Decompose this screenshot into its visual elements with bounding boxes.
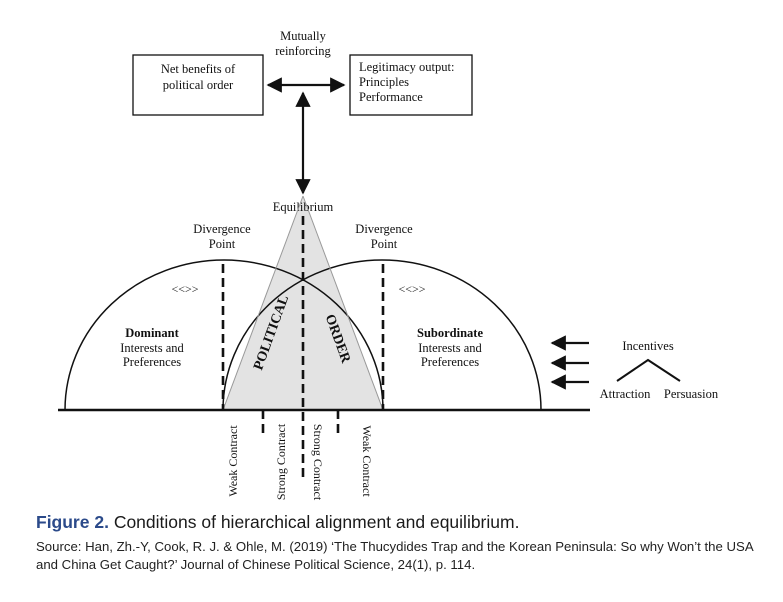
subordinate-marker: <<>>: [398, 282, 425, 296]
dominant-marker: <<>>: [171, 282, 198, 296]
figure-caption: Figure 2. Conditions of hierarchical ali…: [36, 512, 756, 574]
divergence-left-line-2: Point: [209, 237, 236, 251]
divergence-right-line-2: Point: [371, 237, 398, 251]
subordinate-line-2: Preferences: [421, 355, 479, 369]
dominant-line-2: Preferences: [123, 355, 181, 369]
strong-contract-label-right: Strong Contract: [311, 424, 325, 501]
weak-contract-label-left: Weak Contract: [226, 425, 240, 497]
equilibrium-label: Equilibrium: [273, 200, 334, 214]
dominant-line-1: Interests and: [120, 341, 184, 355]
legitimacy-output-box: [349, 54, 473, 116]
divergence-right-line-1: Divergence: [355, 222, 413, 236]
subordinate-title: Subordinate: [417, 326, 483, 340]
caret-shape: [616, 358, 681, 382]
net-benefits-line-2: political order: [163, 78, 234, 92]
cone-edge-left: [222, 195, 304, 411]
legitimacy-line-1: Legitimacy output:: [359, 60, 454, 74]
mutually-label-2: reinforcing: [275, 44, 331, 58]
mutually-label-1: Mutually: [280, 29, 327, 43]
figure-title: Conditions of hierarchical alignment and…: [113, 512, 520, 532]
weak-contract-label-right: Weak Contract: [360, 425, 374, 497]
legitimacy-line-2: Principles: [359, 75, 409, 89]
subordinate-dome: [222, 259, 542, 411]
dominant-title: Dominant: [125, 326, 179, 340]
figure-source: Source: Han, Zh.-Y, Cook, R. J. & Ohle, …: [36, 539, 753, 572]
net-benefits-line-1: Net benefits of: [161, 62, 236, 76]
cone-edge-right: [302, 195, 384, 411]
net-benefits-box: [132, 54, 264, 116]
strong-contract-label-left: Strong Contract: [274, 423, 288, 500]
persuasion-label: Persuasion: [664, 387, 719, 401]
attraction-label: Attraction: [600, 387, 651, 401]
dominant-dome: [64, 259, 384, 411]
incentives-label: Incentives: [622, 339, 674, 353]
subordinate-line-1: Interests and: [418, 341, 482, 355]
figure-label: Figure 2.: [36, 512, 109, 532]
legitimacy-line-3: Performance: [359, 90, 423, 104]
divergence-left-line-1: Divergence: [193, 222, 251, 236]
caption-title-line: Figure 2. Conditions of hierarchical ali…: [36, 512, 756, 533]
